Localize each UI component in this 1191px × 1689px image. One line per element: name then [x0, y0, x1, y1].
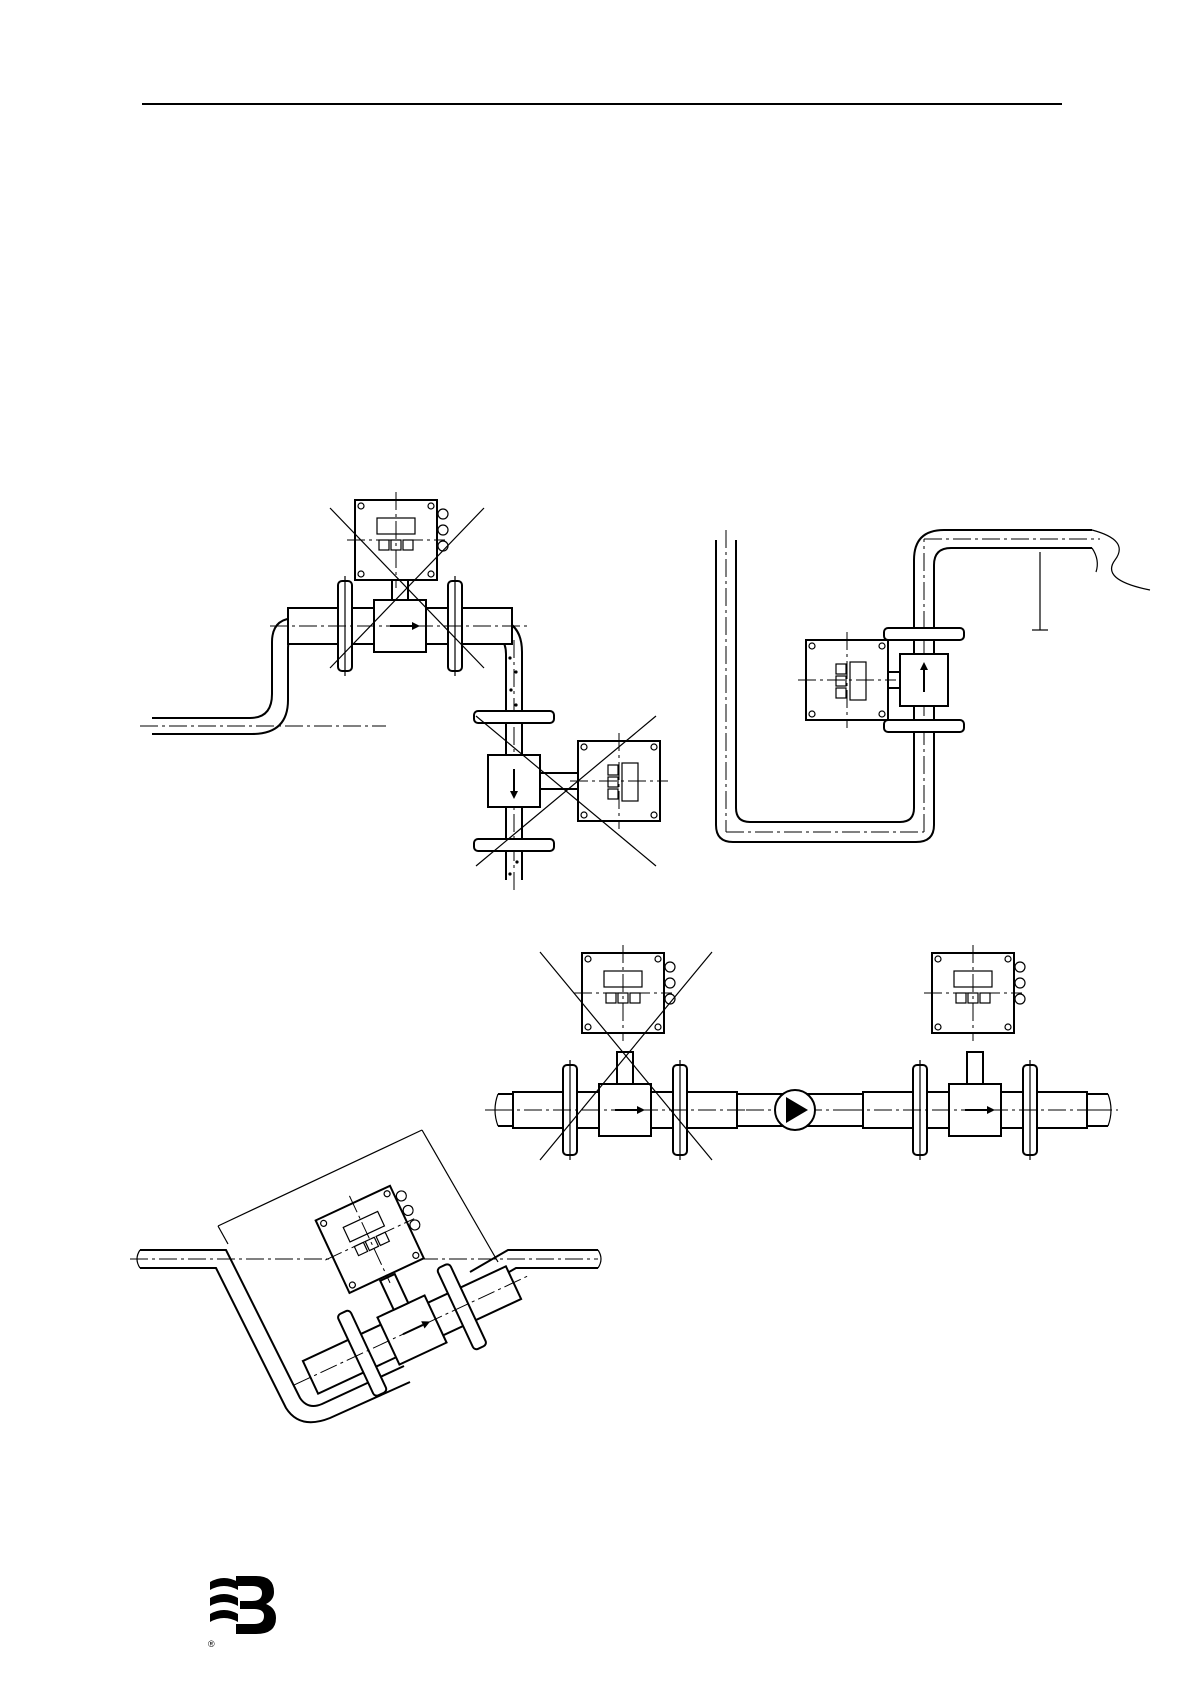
- danfoss-logo-icon: [210, 1576, 276, 1634]
- figure-inclined: [130, 1130, 601, 1426]
- figure-top-right: [716, 530, 1150, 842]
- figure-pump-incorrect: [495, 945, 755, 1160]
- figure-pump-row: [485, 945, 1118, 1160]
- figure-top-left: [140, 492, 668, 890]
- registered-mark: ®: [208, 1639, 215, 1649]
- figure-pump-correct: [845, 945, 1105, 1160]
